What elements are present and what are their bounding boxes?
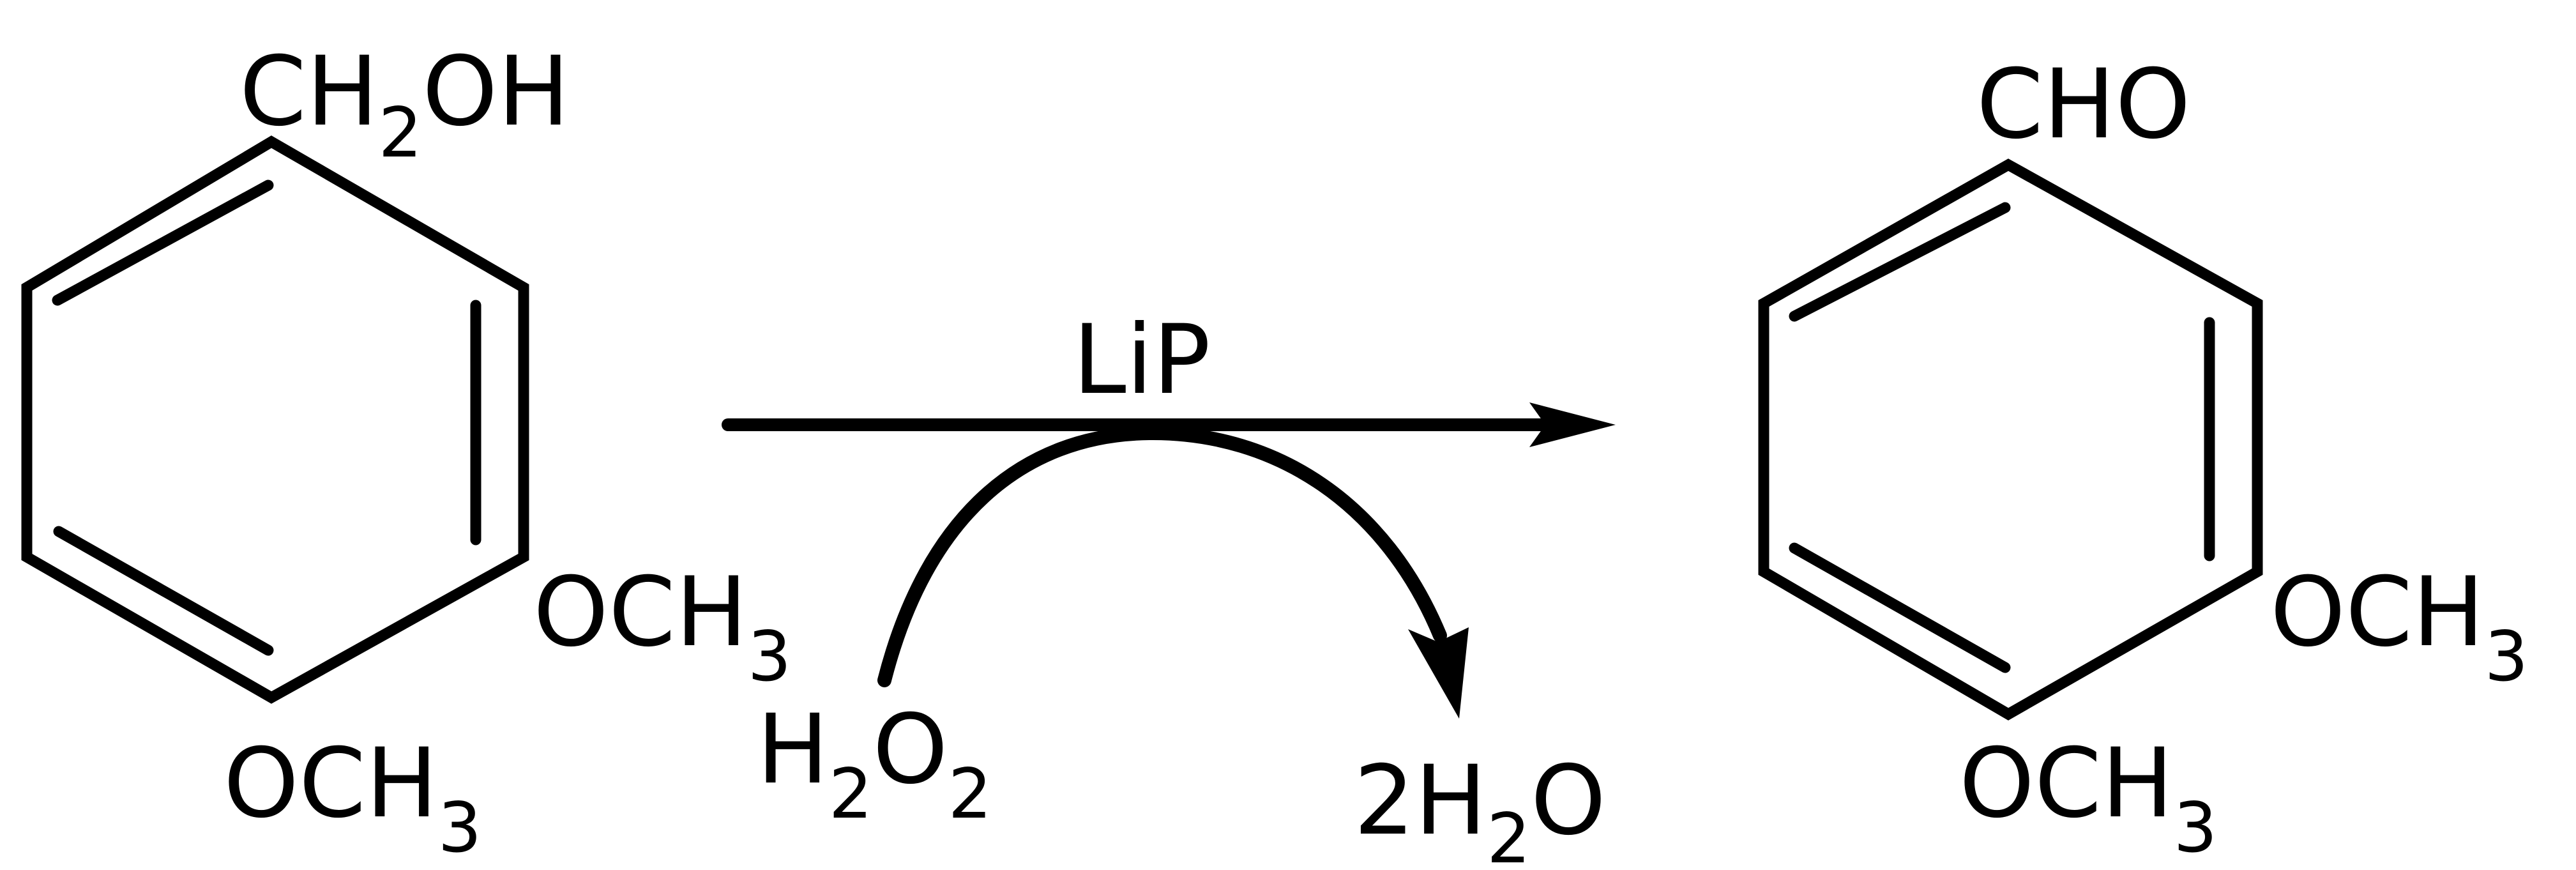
reactant-benzene-ring bbox=[21, 135, 529, 704]
reaction-arrow-head bbox=[1529, 402, 1616, 447]
product-cho-label: CHO bbox=[1976, 49, 2191, 160]
reactant-double-bond-upper-left bbox=[52, 179, 274, 306]
hydrogen-peroxide-label: H2O2 bbox=[757, 694, 992, 834]
reactant-meta-och3-label: OCH3 bbox=[533, 557, 791, 697]
reactant-ch2oh-label: CH2OH bbox=[239, 36, 570, 173]
product-benzene-ring bbox=[1758, 158, 2263, 721]
product-para-och3-label: OCH3 bbox=[1959, 728, 2217, 868]
reactant-para-och3-label: OCH3 bbox=[224, 728, 481, 868]
cosubstrate-curved-arrow bbox=[877, 425, 1447, 687]
water-label: 2H2O bbox=[1354, 745, 1606, 870]
product-double-bond-lower-left bbox=[1789, 542, 2011, 673]
reactant-ring-outline bbox=[21, 135, 529, 704]
product-ring-outline bbox=[1758, 158, 2263, 721]
product-meta-och3-label: OCH3 bbox=[2270, 557, 2528, 697]
reaction-arrow bbox=[722, 402, 1616, 447]
product-double-bond-upper-left bbox=[1789, 202, 2011, 322]
reactant-double-bond-lower-left bbox=[53, 526, 274, 656]
curved-arrow-head bbox=[1408, 627, 1469, 719]
enzyme-label: LiP bbox=[1073, 305, 1211, 416]
